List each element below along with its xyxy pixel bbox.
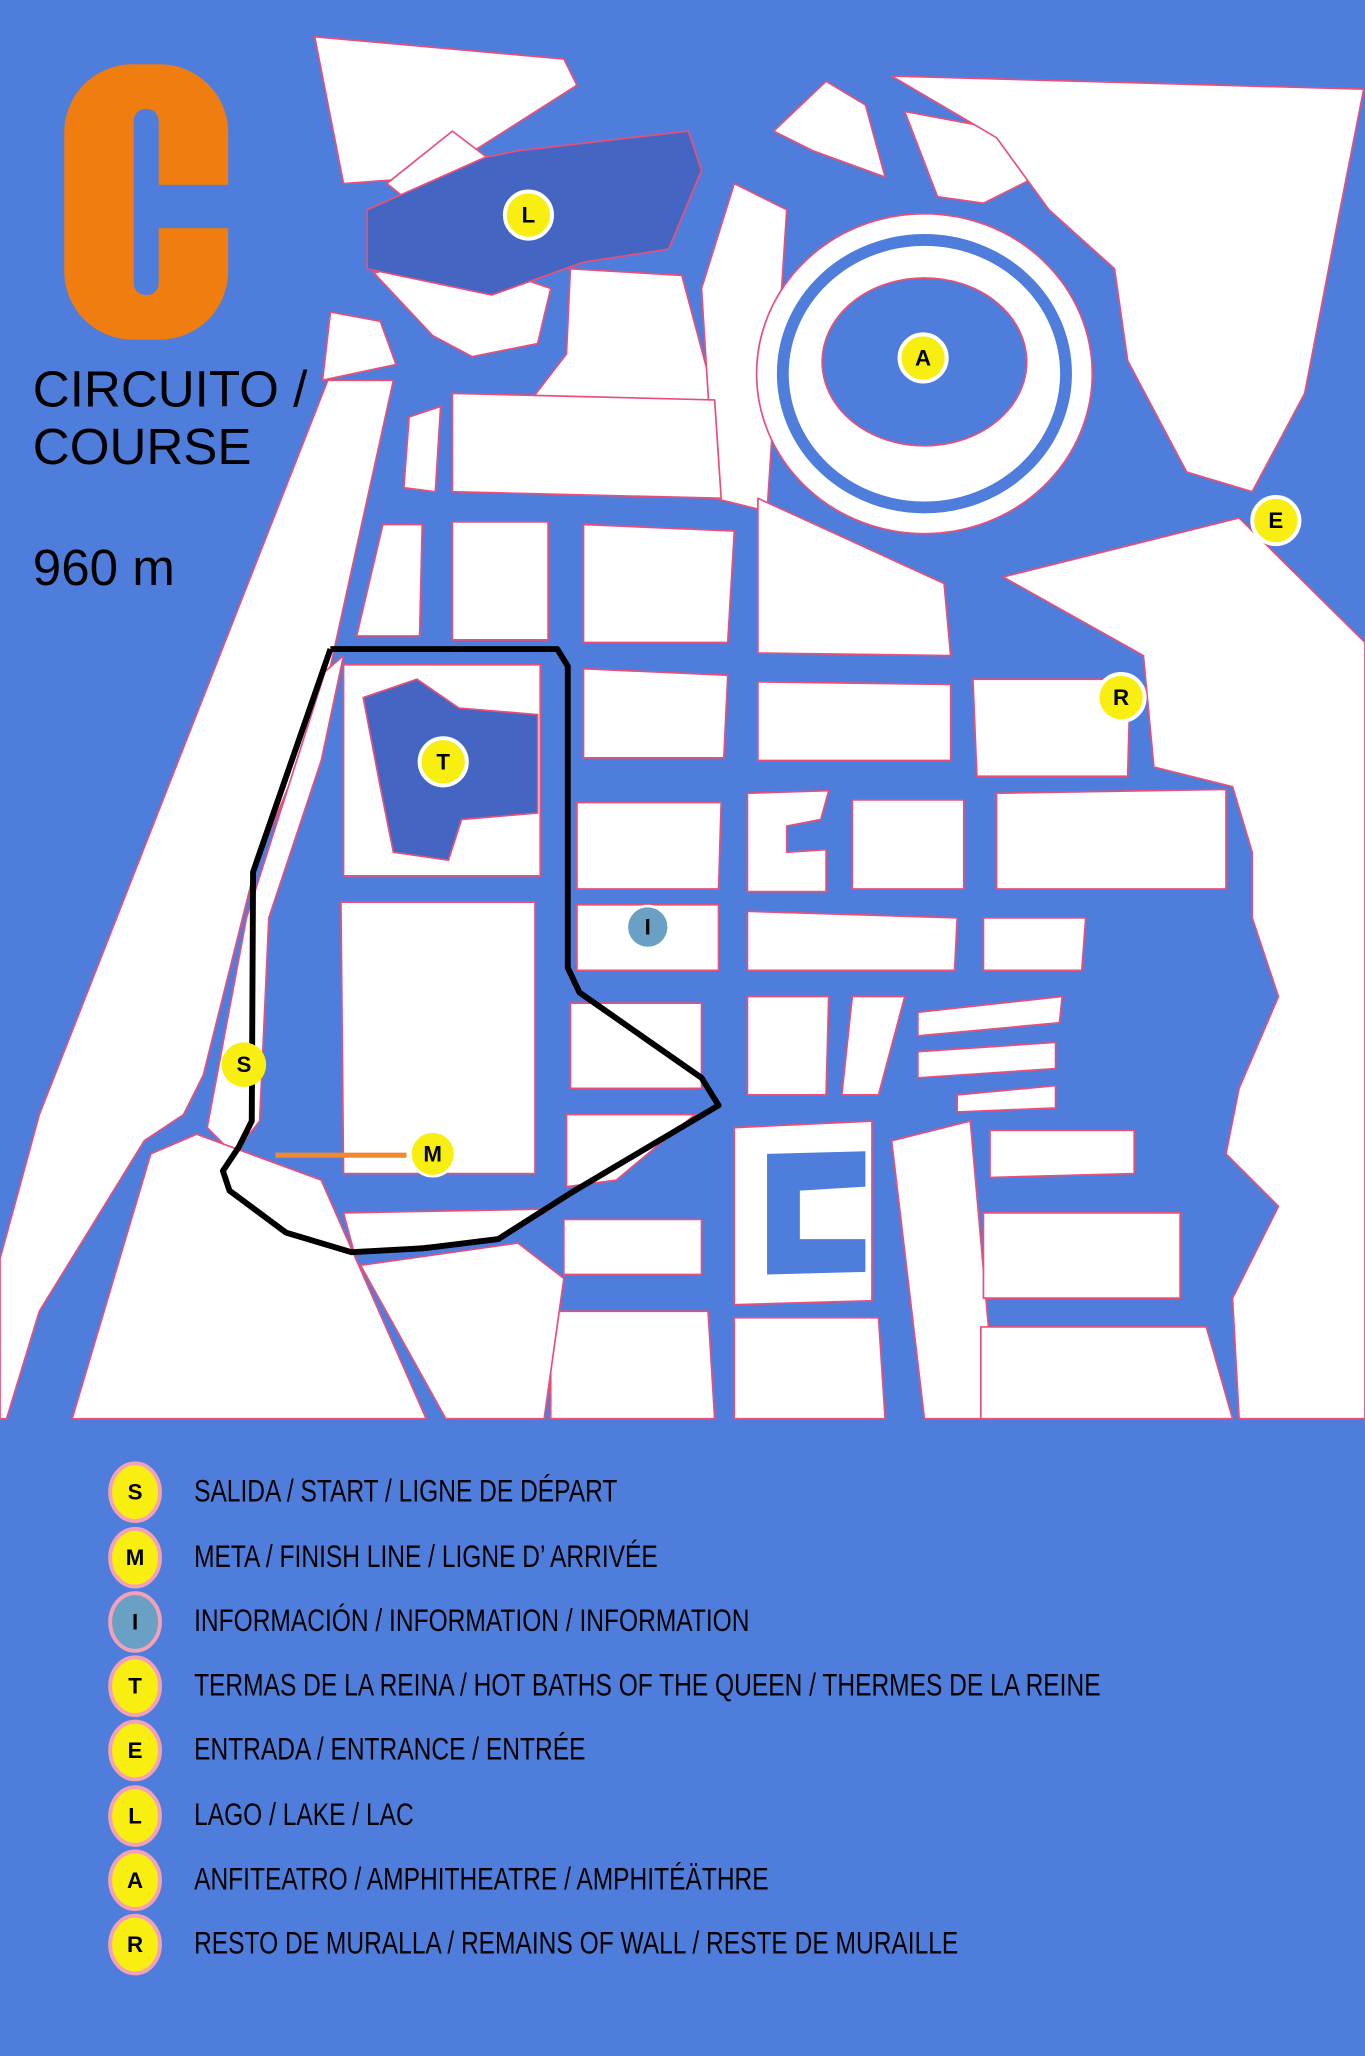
- city-block: [979, 1326, 1234, 1420]
- course-route: [219, 646, 722, 1256]
- city-block: [989, 1129, 1136, 1179]
- marker-letter: I: [132, 1609, 138, 1634]
- marker-letter: E: [128, 1738, 143, 1763]
- city-block: [569, 1002, 703, 1090]
- city-block: [917, 995, 1063, 1037]
- course-logo-c: [64, 64, 231, 340]
- marker-wall[interactable]: R: [1095, 672, 1147, 724]
- city-block: [956, 1084, 1057, 1113]
- legend-item-wall: R RESTO DE MURALLA / REMAINS OF WALL / RE…: [108, 1913, 958, 1976]
- course-distance: 960 m: [33, 539, 175, 596]
- city-block: [340, 901, 536, 1175]
- marker-lake[interactable]: L: [502, 189, 554, 241]
- city-block: [772, 80, 886, 178]
- legend-label: ENTRADA / ENTRANCE / ENTRÉE: [194, 1731, 585, 1767]
- legend-label: INFORMACIÓN / INFORMATION / INFORMATION: [194, 1602, 749, 1638]
- legend-label: TERMAS DE LA REINA / HOT BATHS OF THE QU…: [194, 1666, 1101, 1702]
- city-block: [576, 801, 723, 890]
- marker-letter: M: [126, 1545, 145, 1570]
- city-block: [757, 497, 952, 657]
- city-block: [549, 1310, 716, 1420]
- city-block: [451, 521, 549, 641]
- title-line1: CIRCUITO /: [33, 360, 308, 417]
- marker-letter: L: [522, 203, 536, 228]
- city-block: [757, 680, 952, 762]
- marker-amphitheatre[interactable]: A: [897, 332, 949, 384]
- marker-letter: R: [127, 1932, 143, 1957]
- legend: S SALIDA / START / LIGNE DE DÉPART M META …: [108, 1461, 1101, 1976]
- city-block: [700, 182, 788, 513]
- legend-label: ANFITEATRO / AMPHITHEATRE / AMPHITÉÄTHRE: [194, 1860, 769, 1896]
- marker-entrance[interactable]: E: [1250, 494, 1302, 547]
- city-block: [746, 789, 830, 893]
- city-block: [321, 311, 397, 382]
- city-block: [1002, 517, 1365, 1420]
- legend-item-info: I INFORMACIÓN / INFORMATION / INFORMATION: [108, 1591, 749, 1653]
- marker-letter: R: [1113, 685, 1129, 710]
- marker-baths[interactable]: T: [417, 736, 469, 788]
- city-block: [746, 995, 830, 1096]
- city-block: [982, 1212, 1181, 1299]
- legend-item-start: S SALIDA / START / LIGNE DE DÉPART: [108, 1461, 617, 1523]
- city-block: [972, 678, 1132, 778]
- legend-label: META / FINISH LINE / LIGNE D’ ARRIVÉE: [194, 1538, 658, 1574]
- title-line2: COURSE: [33, 418, 252, 475]
- city-block: [565, 1113, 696, 1188]
- city-block: [403, 405, 442, 493]
- marker-letter: L: [128, 1804, 142, 1829]
- marker-letter: A: [127, 1868, 143, 1893]
- marker-letter: T: [436, 749, 450, 774]
- city-block: [71, 1133, 428, 1420]
- city-block: [733, 1120, 873, 1306]
- legend-item-finish: M META / FINISH LINE / LIGNE D’ ARRIVÉE: [108, 1526, 658, 1589]
- legend-item-lake: L LAGO / LAKE / LAC: [108, 1785, 414, 1847]
- marker-info[interactable]: I: [625, 904, 671, 950]
- city-block: [359, 1242, 565, 1420]
- marker-letter: M: [423, 1141, 442, 1166]
- marker-start[interactable]: S: [221, 1042, 267, 1088]
- city-block: [451, 392, 723, 500]
- legend-item-entrance: E ENTRADA / ENTRANCE / ENTRÉE: [108, 1719, 585, 1782]
- city-block: [890, 75, 1365, 493]
- city-block: [206, 654, 345, 1155]
- marker-letter: S: [128, 1480, 143, 1505]
- marker-letter: S: [236, 1052, 251, 1077]
- city-block: [355, 523, 424, 637]
- city-block: [995, 788, 1227, 890]
- city-block: [851, 798, 965, 890]
- marker-letter: E: [1268, 508, 1283, 533]
- city-block: [733, 1316, 886, 1420]
- marker-letter: I: [645, 915, 651, 940]
- city-block: [982, 917, 1087, 972]
- marker-finish[interactable]: M: [409, 1130, 457, 1178]
- city-block: [313, 35, 578, 185]
- marker-letter: A: [915, 345, 931, 370]
- marker-letter: T: [128, 1674, 142, 1699]
- legend-label: LAGO / LAKE / LAC: [194, 1796, 414, 1832]
- legend-item-baths: T TERMAS DE LA REINA / HOT BATHS OF THE Q…: [108, 1655, 1101, 1718]
- legend-item-amphitheatre: A ANFITEATRO / AMPHITHEATRE / AMPHITÉÄTHR…: [108, 1849, 769, 1912]
- city-block: [840, 995, 906, 1096]
- city-block: [582, 523, 736, 644]
- city-block: [582, 667, 729, 759]
- city-block: [562, 1218, 703, 1276]
- city-block: [917, 1041, 1057, 1079]
- legend-label: SALIDA / START / LIGNE DE DÉPART: [194, 1472, 617, 1508]
- city-block: [746, 910, 959, 972]
- legend-label: RESTO DE MURALLA / REMAINS OF WALL / RES…: [194, 1925, 958, 1961]
- city-blocks: [0, 35, 1365, 1420]
